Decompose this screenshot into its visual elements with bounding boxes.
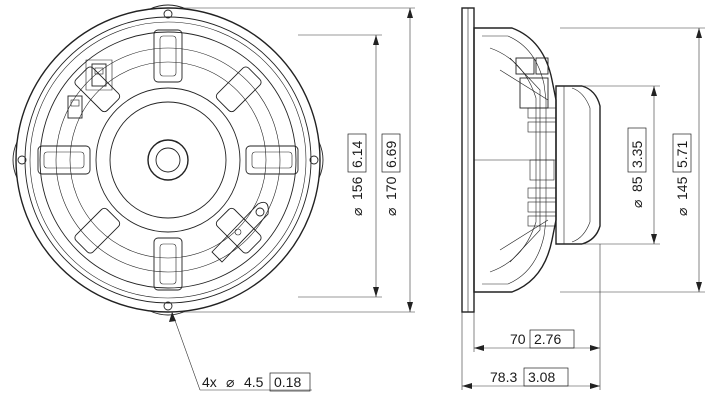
basket-spokes [37, 29, 299, 291]
dim-145-mm: 145 [674, 176, 690, 200]
mounting-ears [12, 4, 324, 316]
dim-78-group: 78.3 3.08 [490, 367, 569, 387]
dim-156-group: ⌀ 156 6.14 [347, 133, 367, 216]
vent-inner [155, 147, 181, 173]
basket-ring [55, 47, 281, 273]
dim-78-mm: 78.3 [490, 369, 517, 385]
side-dimensions [461, 27, 705, 390]
gasket-ring [29, 21, 307, 299]
diameter-symbol: ⌀ [629, 199, 645, 208]
diameter-symbol: ⌀ [674, 207, 690, 216]
frame-outer-rim [15, 7, 321, 313]
dim-78-inch: 3.08 [528, 369, 555, 385]
pole-ring [109, 101, 227, 219]
magnet-ring-outer [69, 61, 267, 259]
terminal-block [67, 59, 113, 119]
dim-170-group: ⌀ 170 6.69 [381, 133, 401, 216]
diameter-symbol: ⌀ [349, 207, 365, 216]
holes-count: 4x [202, 374, 217, 390]
side-magnet-layers [527, 107, 557, 227]
dim-145-group: ⌀ 145 5.71 [672, 133, 692, 216]
dim-170-mm: 170 [383, 176, 399, 200]
mount-hole-right [309, 155, 319, 165]
lead-bracket [211, 201, 269, 263]
dim-70-inch: 2.76 [534, 331, 561, 347]
vent-outer [147, 139, 189, 181]
holes-callout: 4x ⌀ 4.5 0.18 [169, 311, 312, 392]
dim-156-inch: 6.14 [349, 141, 365, 168]
diameter-symbol: ⌀ [383, 207, 399, 216]
side-magnet [555, 85, 601, 245]
magnet-plate [95, 87, 241, 233]
mount-hole-top [163, 9, 173, 19]
diameter-symbol: ⌀ [226, 374, 235, 390]
side-view [461, 7, 601, 313]
mount-hole-bottom [163, 301, 173, 311]
dim-70-mm: 70 [510, 331, 526, 347]
holes-inch: 0.18 [274, 374, 301, 390]
dim-70-group: 70 2.76 [510, 329, 575, 349]
dim-85-mm: 85 [629, 176, 645, 192]
dim-145-inch: 5.71 [674, 141, 690, 168]
holes-mm: 4.5 [244, 374, 264, 390]
side-terminal [515, 57, 535, 75]
front-view [12, 4, 324, 316]
front-dimensions [180, 7, 415, 313]
dim-156-mm: 156 [349, 176, 365, 200]
dim-85-group: ⌀ 85 3.35 [627, 127, 647, 208]
frame-inner-rim [24, 16, 312, 304]
mount-hole-left [17, 155, 27, 165]
dim-170-inch: 6.69 [383, 141, 399, 168]
dim-85-inch: 3.35 [629, 141, 645, 168]
basket-outer [39, 31, 297, 289]
